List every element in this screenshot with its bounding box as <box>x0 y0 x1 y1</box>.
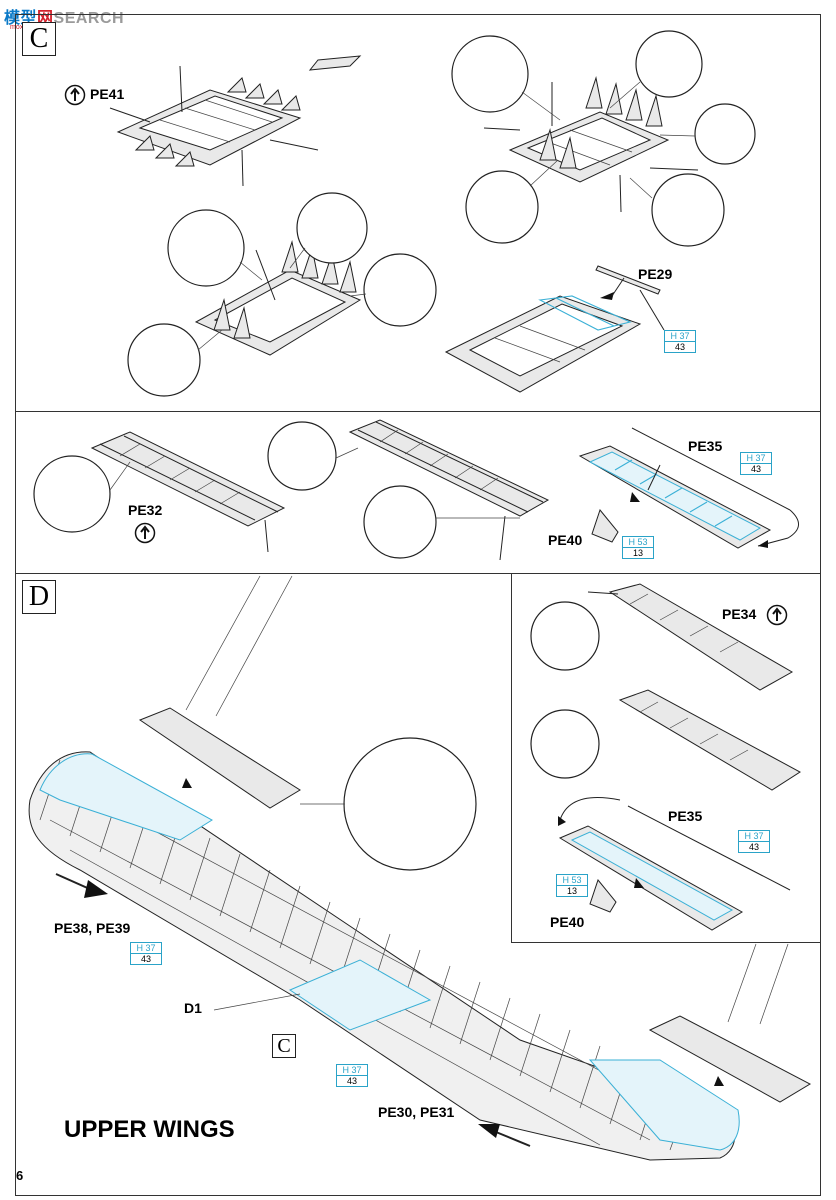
paint-ref-num: 43 <box>674 342 685 352</box>
paint-ref: H 37 43 <box>740 452 772 475</box>
bend-icon-pe34 <box>766 604 788 631</box>
paint-ref-code: H 37 <box>665 331 695 342</box>
page-title: UPPER WINGS <box>64 1116 235 1143</box>
frame-inset-right <box>511 573 821 943</box>
paint-ref-code: H 53 <box>557 875 587 886</box>
label-pe35-top: PE35 <box>688 438 723 454</box>
paint-ref: H 53 13 <box>556 874 588 897</box>
label-pe35-inset: PE35 <box>668 808 703 824</box>
bend-icon-pe32 <box>134 522 156 549</box>
paint-ref: H 53 13 <box>622 536 654 559</box>
assembly-middle-row <box>33 419 799 561</box>
label-pe30-pe31: PE30, PE31 <box>378 1104 455 1120</box>
page-number: 6 <box>16 1168 24 1183</box>
paint-ref-num: 43 <box>140 954 151 964</box>
label-pe34: PE34 <box>722 606 757 622</box>
paint-ref-code: H 53 <box>623 537 653 548</box>
assembly-c-middle-left <box>127 192 437 397</box>
bend-arrow-icon <box>766 604 788 626</box>
paint-ref: H 37 43 <box>130 942 162 965</box>
assembly-d-wing <box>28 575 812 1161</box>
label-pe38-pe39: PE38, PE39 <box>54 920 131 936</box>
paint-ref: H 37 43 <box>336 1064 368 1087</box>
paint-ref-num: 43 <box>750 464 761 474</box>
paint-ref-num: 13 <box>632 548 643 558</box>
label-pe40-inset: PE40 <box>550 914 585 930</box>
step-c-box: C <box>22 22 56 56</box>
label-d1: D1 <box>184 1000 202 1016</box>
bend-arrow-icon <box>134 522 156 544</box>
assembly-d-inset <box>530 583 801 931</box>
paint-ref-code: H 37 <box>739 831 769 842</box>
label-pe29: PE29 <box>638 266 673 282</box>
paint-ref-num: 43 <box>748 842 759 852</box>
label-pe41: PE41 <box>90 86 125 102</box>
paint-ref-num: 13 <box>566 886 577 896</box>
paint-ref: H 37 43 <box>664 330 696 353</box>
assembly-c-top-right <box>451 30 756 247</box>
label-pe40-top: PE40 <box>548 532 583 548</box>
paint-ref-code: H 37 <box>741 453 771 464</box>
step-d-box: D <box>22 580 56 614</box>
paint-ref-code: H 37 <box>131 943 161 954</box>
bend-icon-pe41 <box>64 84 86 111</box>
paint-ref-num: 43 <box>346 1076 357 1086</box>
paint-ref: H 37 43 <box>738 830 770 853</box>
paint-ref-code: H 37 <box>337 1065 367 1076</box>
assembly-c-bottom-right <box>444 265 665 393</box>
step-c-ref-box: C <box>272 1034 296 1058</box>
label-pe32: PE32 <box>128 502 163 518</box>
bend-arrow-icon <box>64 84 86 106</box>
assembly-c-top-left <box>109 55 362 187</box>
